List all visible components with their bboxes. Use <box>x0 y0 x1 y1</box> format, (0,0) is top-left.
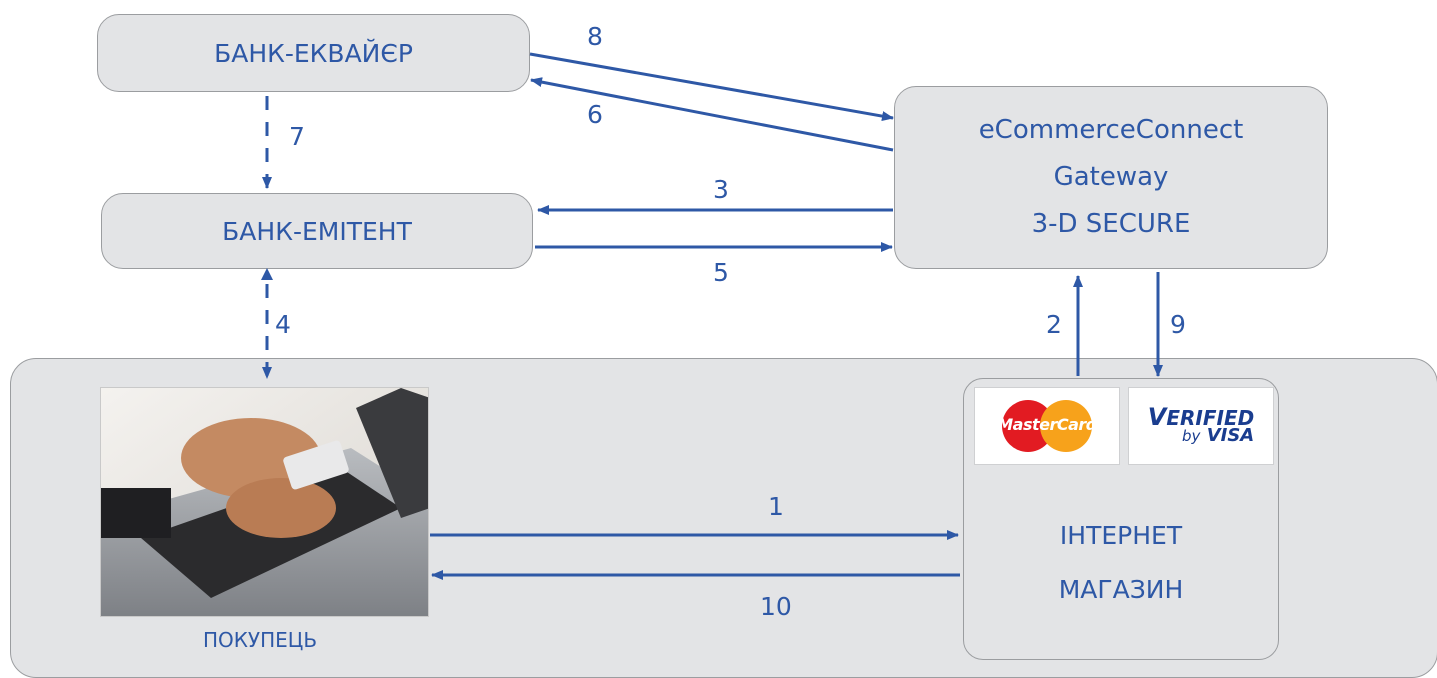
step-label-3: 3 <box>713 175 729 204</box>
verified-by-visa-logo: VERIFIED by VISA <box>1128 387 1274 465</box>
step-label-9: 9 <box>1170 310 1186 339</box>
mastercard-yellow-circle <box>1040 400 1092 452</box>
acquirer-bank-box: БАНК-ЕКВАЙЄР <box>97 14 530 92</box>
gateway-box: eCommerceConnect Gateway 3-D SECURE <box>894 86 1328 269</box>
customer-photo <box>100 387 429 617</box>
visa-by-text: by <box>1182 426 1201 445</box>
issuer-bank-box: БАНК-ЕМІТЕНТ <box>101 193 533 269</box>
acquirer-bank-label: БАНК-ЕКВАЙЄР <box>214 38 413 68</box>
internet-shop-box: MasterCard VERIFIED by VISA ІНТЕРНЕТ МАГ… <box>963 378 1279 660</box>
visa-verified-text: ERIFIED <box>1166 405 1255 430</box>
step-label-1: 1 <box>768 492 784 521</box>
mastercard-logo: MasterCard <box>974 387 1120 465</box>
gateway-label-line3: 3-D SECURE <box>1031 209 1191 239</box>
step-label-6: 6 <box>587 100 603 129</box>
arrow-4-up-head <box>261 268 273 280</box>
gateway-label-line1: eCommerceConnect <box>978 115 1244 145</box>
arrow-6 <box>530 77 894 152</box>
step-label-2: 2 <box>1046 310 1062 339</box>
step-label-7: 7 <box>289 122 305 151</box>
step-label-5: 5 <box>713 258 729 287</box>
visa-word: VISA <box>1206 424 1255 446</box>
step-label-8: 8 <box>587 22 603 51</box>
gateway-label-line2: Gateway <box>1053 162 1169 192</box>
visa-v-letter: V <box>1147 402 1167 431</box>
mastercard-wordmark: MasterCard <box>997 415 1097 434</box>
arrow-8 <box>529 52 894 122</box>
step-label-10: 10 <box>760 592 792 621</box>
issuer-bank-label: БАНК-ЕМІТЕНТ <box>222 216 412 246</box>
shop-label-line1: ІНТЕРНЕТ <box>1059 521 1183 550</box>
step-label-4: 4 <box>275 310 291 339</box>
customer-label: ПОКУПЕЦЬ <box>202 628 318 652</box>
shop-label-line2: МАГАЗИН <box>1058 575 1184 604</box>
